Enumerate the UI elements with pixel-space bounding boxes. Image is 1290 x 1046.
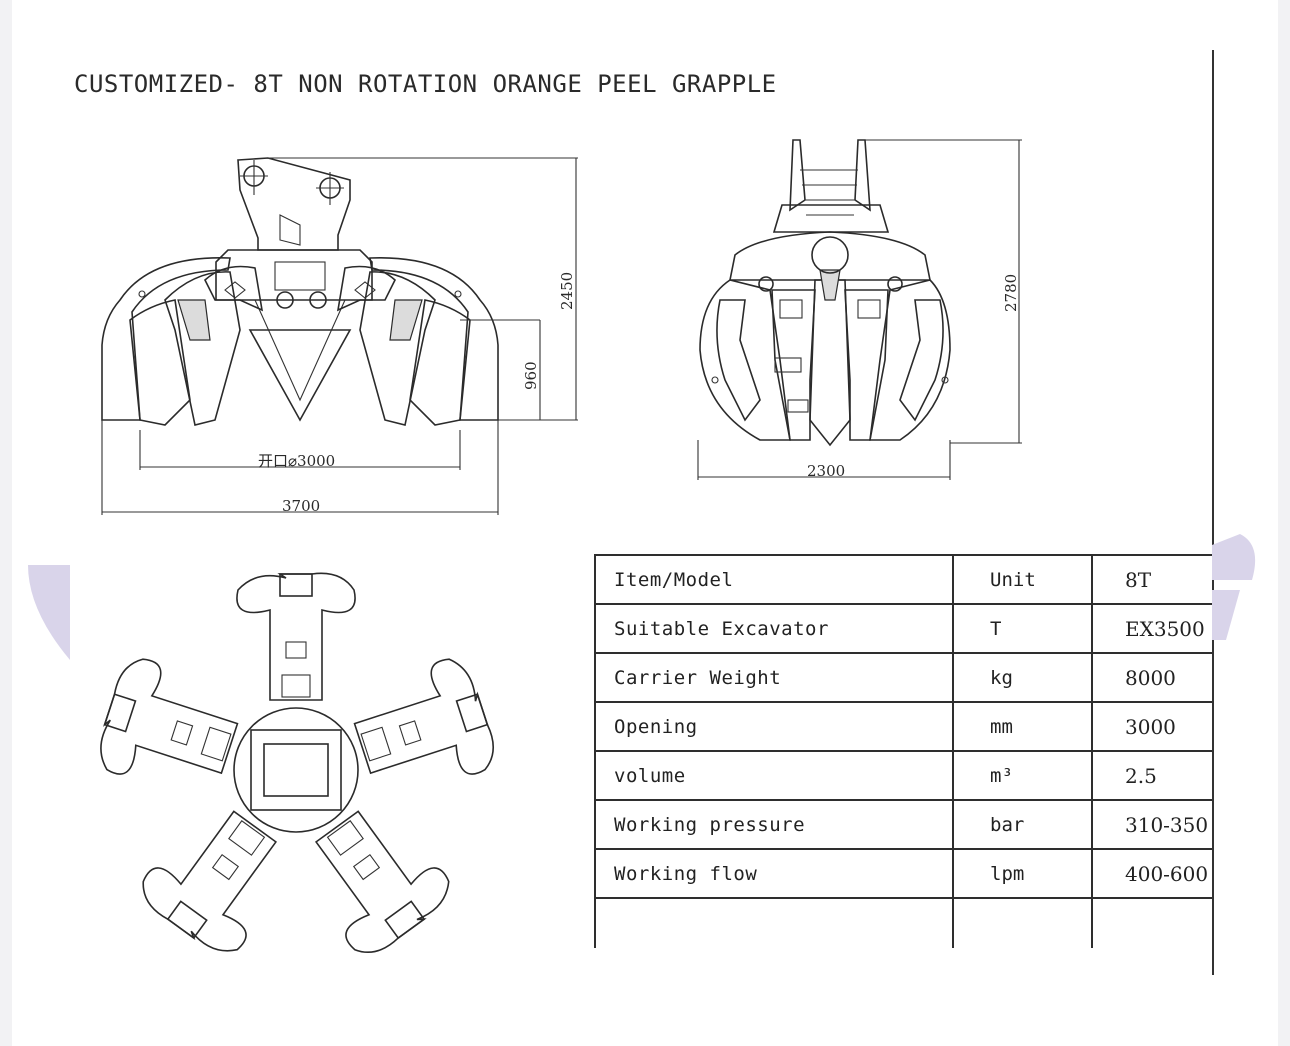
item-cell: Item/Model [594, 554, 954, 605]
top-view-tine-west [100, 658, 239, 775]
item-cell: Suitable Excavator [594, 603, 954, 654]
item-cell: Carrier Weight [594, 652, 954, 703]
value-cell: EX3500 [1091, 603, 1212, 654]
side-mount-bracket [772, 139, 890, 233]
side-dimension-lines [697, 139, 1022, 480]
table-row: Working pressure bar 310-350 [594, 799, 1212, 850]
unit-cell: bar [952, 799, 1093, 850]
front-height-label: 2450 [558, 272, 576, 310]
top-view-tine-south-west [142, 810, 278, 952]
top-view-tine-north [236, 572, 356, 701]
value-cell: 3000 [1091, 701, 1212, 752]
value-cell: 2.5 [1091, 750, 1212, 801]
table-row: Suitable Excavator T EX3500 [594, 603, 1212, 654]
front-jaw-height-label: 960 [522, 361, 540, 390]
side-height-label: 2780 [1002, 274, 1020, 312]
value-cell: 400-600 [1091, 848, 1212, 899]
value-cell: 310-350 [1091, 799, 1212, 850]
table-row: volume m³ 2.5 [594, 750, 1212, 801]
front-opening-label: 开口⌀3000 [258, 452, 335, 470]
front-width-label: 3700 [282, 497, 320, 515]
unit-cell: T [952, 603, 1093, 654]
item-cell: Working pressure [594, 799, 954, 850]
table-row: Carrier Weight kg 8000 [594, 652, 1212, 703]
table-row: Working flow lpm 400-600 [594, 848, 1212, 899]
item-cell: volume [594, 750, 954, 801]
unit-cell: kg [952, 652, 1093, 703]
top-view-tine-east [353, 658, 494, 775]
value-cell: 8000 [1091, 652, 1212, 703]
empty-cell [952, 897, 1093, 948]
unit-cell: Unit [952, 554, 1093, 605]
value-cell: 8T [1091, 554, 1212, 605]
unit-cell: m³ [952, 750, 1093, 801]
spec-table: Item/Model Unit 8T Suitable Excavator T … [594, 554, 1212, 948]
top-view-tine-south-east [314, 810, 450, 953]
unit-cell: mm [952, 701, 1093, 752]
empty-cell [594, 897, 954, 948]
unit-cell: lpm [952, 848, 1093, 899]
drawing-title: CUSTOMIZED- 8T NON ROTATION ORANGE PEEL … [74, 70, 777, 98]
empty-cell [1091, 897, 1212, 948]
sheet-border-right [1212, 50, 1214, 975]
front-dimension-lines [101, 157, 578, 515]
table-row-empty [594, 897, 1212, 948]
side-width-label: 2300 [807, 462, 845, 480]
table-row: Item/Model Unit 8T [594, 554, 1212, 605]
front-mount-bracket [237, 157, 351, 251]
item-cell: Working flow [594, 848, 954, 899]
table-row: Opening mm 3000 [594, 701, 1212, 752]
item-cell: Opening [594, 701, 954, 752]
